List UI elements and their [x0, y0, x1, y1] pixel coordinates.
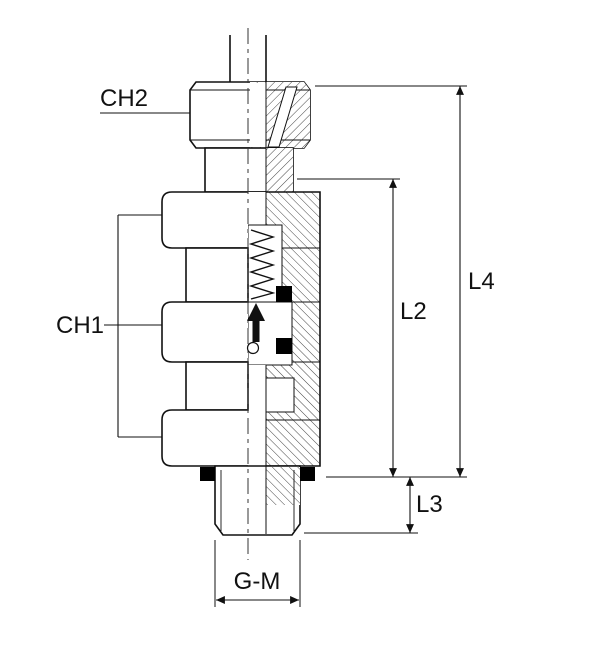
label-gm: G-M	[234, 568, 281, 595]
callout-ch2: CH2	[100, 85, 190, 114]
label-l3: L3	[416, 491, 443, 518]
flow-direction-arrow	[246, 303, 265, 355]
spring	[248, 229, 276, 300]
shoulder-seal-left	[200, 467, 215, 481]
callout-ch1: CH1	[56, 214, 162, 438]
label-l2: L2	[400, 298, 427, 325]
label-l4: L4	[468, 268, 495, 295]
part-geometry	[161, 35, 321, 536]
seal-lower	[276, 338, 292, 354]
port-pocket	[265, 377, 295, 413]
hex-ring-top	[161, 191, 248, 249]
up-arrow-icon	[247, 303, 265, 342]
ball-detail	[246, 341, 260, 355]
dimension-l4: L4	[315, 85, 495, 478]
dimension-l2: L2	[297, 178, 427, 477]
waist-upper	[185, 247, 249, 303]
ferrule-cone	[267, 86, 298, 148]
body-section-right	[247, 191, 321, 467]
shoulder-seal-right	[300, 467, 315, 481]
hex-ring-bottom	[161, 409, 248, 467]
collar	[204, 147, 294, 193]
waist-lower	[185, 361, 249, 411]
seal-upper	[276, 286, 292, 302]
inlet-tube	[229, 35, 267, 82]
dimension-l3: L3	[304, 477, 443, 534]
body-exterior-left	[161, 191, 249, 467]
label-ch1: CH1	[56, 312, 104, 339]
hex-ring-middle	[161, 301, 248, 363]
label-ch2: CH2	[100, 85, 148, 112]
dimension-gm: G-M	[214, 540, 301, 607]
dimensions: L4 L2 L3 G-M CH2 CH1	[56, 85, 495, 607]
top-nut	[189, 81, 311, 149]
threaded-stud	[200, 465, 315, 536]
